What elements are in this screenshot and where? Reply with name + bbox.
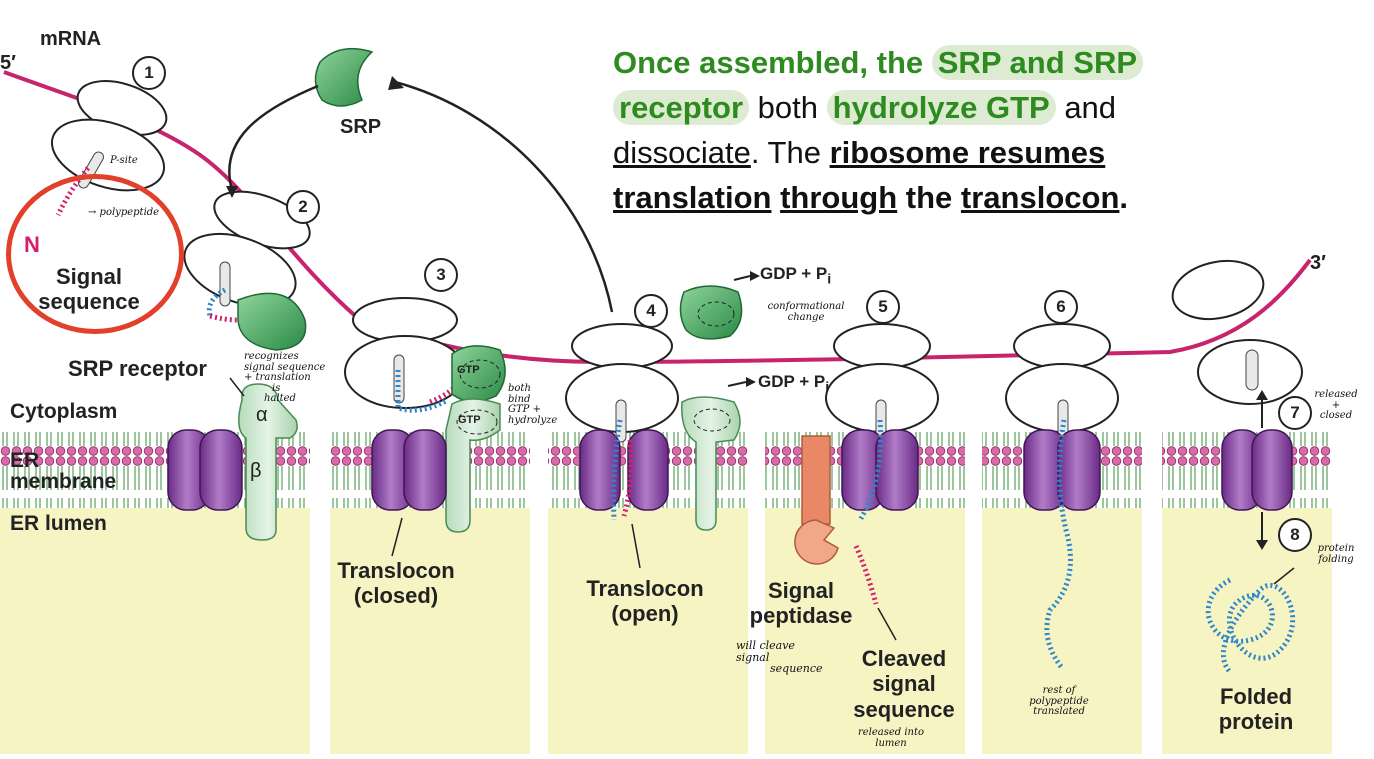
gdp-pi-label-top: GDP + Pi [760,264,832,288]
translocon-open-label: Translocon(open) [586,576,704,627]
recycle-arrow-up [394,80,614,313]
callout-the: the [905,180,953,215]
explanation-callout: Once assembled, the SRP and SRP receptor… [613,40,1253,220]
translocon-step7 [1221,429,1293,511]
callout-translocon: translocon [960,180,1120,215]
callout-part-the: . The [750,135,821,170]
five-prime-label: 5′ [0,52,16,74]
recycle-arrow-up-head [388,76,404,90]
step-7-badge: 7 [1278,396,1312,430]
callout-dissociate: dissociate [613,135,751,170]
step-4-badge: 4 [634,294,668,328]
translocon-step5 [841,419,919,522]
srp-receptor-label: SRP receptor [68,356,207,381]
step-5-badge: 5 [866,290,900,324]
ribosome-step5 [825,323,939,441]
beta-label: β [250,460,262,482]
callout-through: through [780,180,898,215]
folded-protein [1205,577,1296,674]
er-lumen-label: ER lumen [10,512,107,535]
note-released-closed: released+closed [1314,389,1358,421]
recycle-arrow-down [228,84,319,191]
callout-highlight-srp: SRP and SRP [931,45,1144,80]
ribosome-step7 [1171,259,1303,405]
ribosome-step6 [1005,323,1119,441]
gtp-label-receptor: GTP [458,414,481,426]
callout-part-both: both [757,90,819,125]
three-prime-label: 3′ [1310,252,1326,274]
signal-sequence-highlight-circle [6,174,184,334]
callout-period: . [1119,180,1129,215]
srp-receptor [238,383,298,541]
er-lumen-panels [0,500,1332,754]
callout-highlight-gtp: hydrolyze GTP [826,90,1056,125]
step-1-badge: 1 [132,56,166,90]
recycle-arrow-down-head [226,186,238,198]
gdp-pi-label-bottom: GDP + Pi [758,372,830,396]
note-polypeptide: → polypeptide [88,207,160,218]
step-3-badge: 3 [424,258,458,292]
step-2-badge: 2 [286,190,320,224]
step-6-badge: 6 [1044,290,1078,324]
callout-part-and: and [1064,90,1117,125]
translocon-step3 [371,429,447,511]
translocon-step1 [167,429,243,511]
callout-ribosome-resumes: ribosome resumes [829,135,1106,170]
cleaved-signal-fragment [853,545,879,605]
translocon-closed-label: Translocon(closed) [337,558,455,609]
signal-peptidase [794,435,839,565]
callout-part-1: Once assembled, the [613,45,924,80]
srp-released-step4 [679,285,743,340]
ribosome-step2 [183,190,311,351]
ribosome-step1 [50,80,168,192]
translocon-step6 [1023,419,1101,670]
note-psite: P-site [110,155,138,166]
step-8-badge: 8 [1278,518,1312,552]
receptor-released-step4 [681,396,741,531]
mrna-label: mRNA [40,28,102,50]
callout-highlight-receptor: receptor [613,90,750,125]
cytoplasm-label: Cytoplasm [10,400,118,423]
callout-translation: translation [613,180,772,215]
alpha-label: α [256,404,268,426]
translocon-step4 [579,419,669,521]
srp-label: SRP [340,116,382,138]
ribosome-step3 [344,297,506,533]
ribosome-step4 [565,323,679,443]
srp-free [314,47,374,107]
gtp-label-srp: GTP [457,364,480,376]
